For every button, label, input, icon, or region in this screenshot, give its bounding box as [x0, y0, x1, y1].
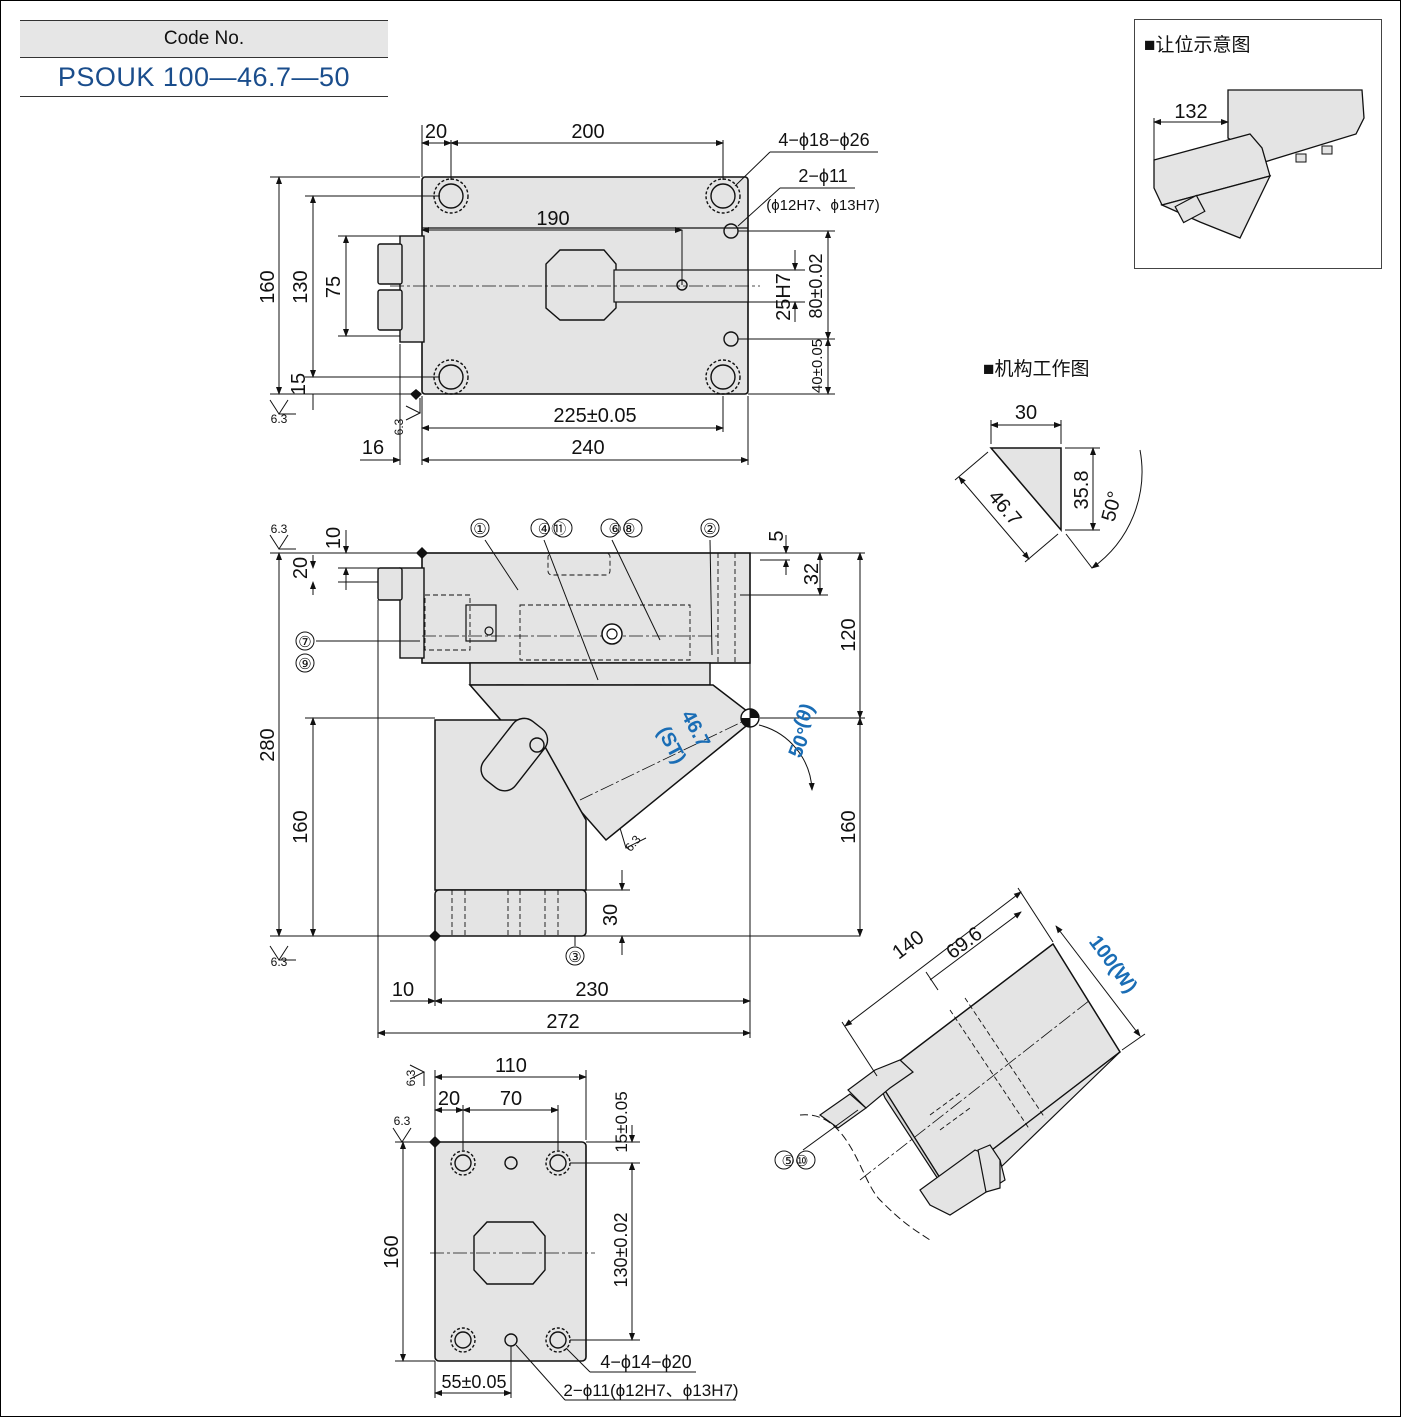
- mechanism-diagram: 30 35.8 46.7 50°: [954, 402, 1143, 569]
- iso-parts-label: ⑤⑩: [782, 1153, 809, 1170]
- front-dim-160-right: 160: [838, 810, 860, 843]
- dim-80: 80±0.02: [806, 254, 826, 319]
- bottom-dim-20: 20: [438, 1088, 460, 1110]
- code-number-value: PSOUK 100—46.7—50: [20, 58, 388, 97]
- front-dim-272: 272: [546, 1011, 579, 1033]
- part-3-label: ③: [568, 949, 581, 966]
- clearance-dim-132: 132: [1174, 101, 1207, 123]
- bottom-dim-55: 55±0.05: [442, 1372, 507, 1392]
- dim-190: 190: [536, 208, 569, 230]
- part-9-label: ⑨: [298, 656, 311, 673]
- code-number-header: Code No.: [20, 20, 388, 58]
- dim-75: 75: [323, 276, 345, 298]
- top-side-block: [399, 235, 425, 343]
- front-dim-20: 20: [290, 557, 312, 579]
- roughness-bottom-left: 6.3: [394, 1114, 411, 1128]
- front-lower-body: [434, 719, 587, 891]
- part-7-label: ⑦: [298, 634, 311, 651]
- iso-view: 140 69.6 ⑤⑩ 100(W): [774, 887, 1146, 1241]
- part-6-8-label: ⑥⑧: [609, 521, 636, 538]
- front-dim-120: 120: [838, 618, 860, 651]
- front-dim-280: 280: [257, 728, 279, 761]
- bottom-dim-70: 70: [500, 1088, 522, 1110]
- iso-dim-140: 140: [888, 926, 928, 964]
- roughness-front-slide: 6.3: [622, 832, 644, 854]
- clearance-diagram: 132: [1153, 89, 1365, 239]
- part-1-label: ①: [473, 521, 486, 538]
- roughness-bottom-top: 6.3: [404, 1069, 418, 1086]
- roughness-front-top: 6.3: [271, 522, 288, 536]
- bottom-dim-160: 160: [381, 1235, 403, 1268]
- mech-dim-35-8: 35.8: [1071, 471, 1093, 510]
- front-dim-32: 32: [801, 563, 823, 585]
- dim-15: 15: [288, 373, 310, 395]
- front-dim-10-bottom: 10: [392, 979, 414, 1001]
- dim-200: 200: [571, 121, 604, 143]
- roughness-top-left: 6.3: [271, 412, 288, 426]
- part-4-11-label: ④⑪: [538, 521, 566, 538]
- bottom-dim-110: 110: [495, 1055, 527, 1077]
- code-number-box: Code No. PSOUK 100—46.7—50: [20, 20, 388, 97]
- bottom-holes-pin-label: 2−ϕ11(ϕ12H7、ϕ13H7): [563, 1381, 738, 1400]
- bottom-view: 110 20 70 160 15±0.05 130±0.02 55±0.05 4…: [381, 1055, 739, 1401]
- front-dim-5: 5: [766, 530, 788, 541]
- angle-value: 50°: [785, 725, 817, 761]
- bottom-dim-130: 130±0.02: [611, 1213, 631, 1288]
- dim-240: 240: [571, 437, 604, 459]
- mechanism-diagram-title: ■机构工作图: [983, 359, 1090, 380]
- dim-130: 130: [290, 270, 312, 303]
- dim-16: 16: [362, 437, 384, 459]
- top-octagon-pocket: [545, 249, 617, 321]
- holes-pin-fit-label: (ϕ12H7、ϕ13H7): [766, 197, 880, 214]
- front-dim-10-top: 10: [323, 527, 345, 549]
- front-view: 280 160 10 20 5 32 120 160 30 10 230 272…: [257, 518, 865, 1038]
- holes-main-label: 4−ϕ18−ϕ26: [778, 130, 869, 150]
- bottom-dim-15: 15±0.05: [612, 1091, 631, 1152]
- front-dim-160-left: 160: [290, 810, 312, 843]
- dim-225: 225±0.05: [553, 405, 636, 427]
- roughness-top-mid: 6.3: [392, 418, 406, 435]
- front-upper-body: [421, 552, 751, 664]
- dim-40: 40±0.05: [809, 339, 826, 393]
- bottom-holes-main-label: 4−ϕ14−ϕ20: [600, 1352, 691, 1372]
- holes-pin-label: 2−ϕ11: [798, 166, 847, 186]
- iso-dim-69-6: 69.6: [942, 923, 986, 964]
- dim-20: 20: [425, 121, 447, 143]
- mech-dim-30: 30: [1015, 402, 1037, 424]
- roughness-front-bottom: 6.3: [271, 955, 288, 969]
- iso-width-label: 100(W): [1084, 932, 1141, 998]
- mech-dim-50: 50°: [1098, 489, 1127, 524]
- clearance-diagram-title: ■让位示意图: [1144, 35, 1251, 56]
- mech-dim-46-7: 46.7: [984, 486, 1026, 530]
- part-2-label: ②: [703, 521, 716, 538]
- dim-25h7: 25H7: [773, 273, 795, 321]
- front-dim-230: 230: [575, 979, 608, 1001]
- top-view: 20 200 190 225±0.05 240 16 160 130 75 15…: [257, 121, 880, 465]
- front-dim-30: 30: [600, 904, 622, 926]
- dim-160: 160: [257, 270, 279, 303]
